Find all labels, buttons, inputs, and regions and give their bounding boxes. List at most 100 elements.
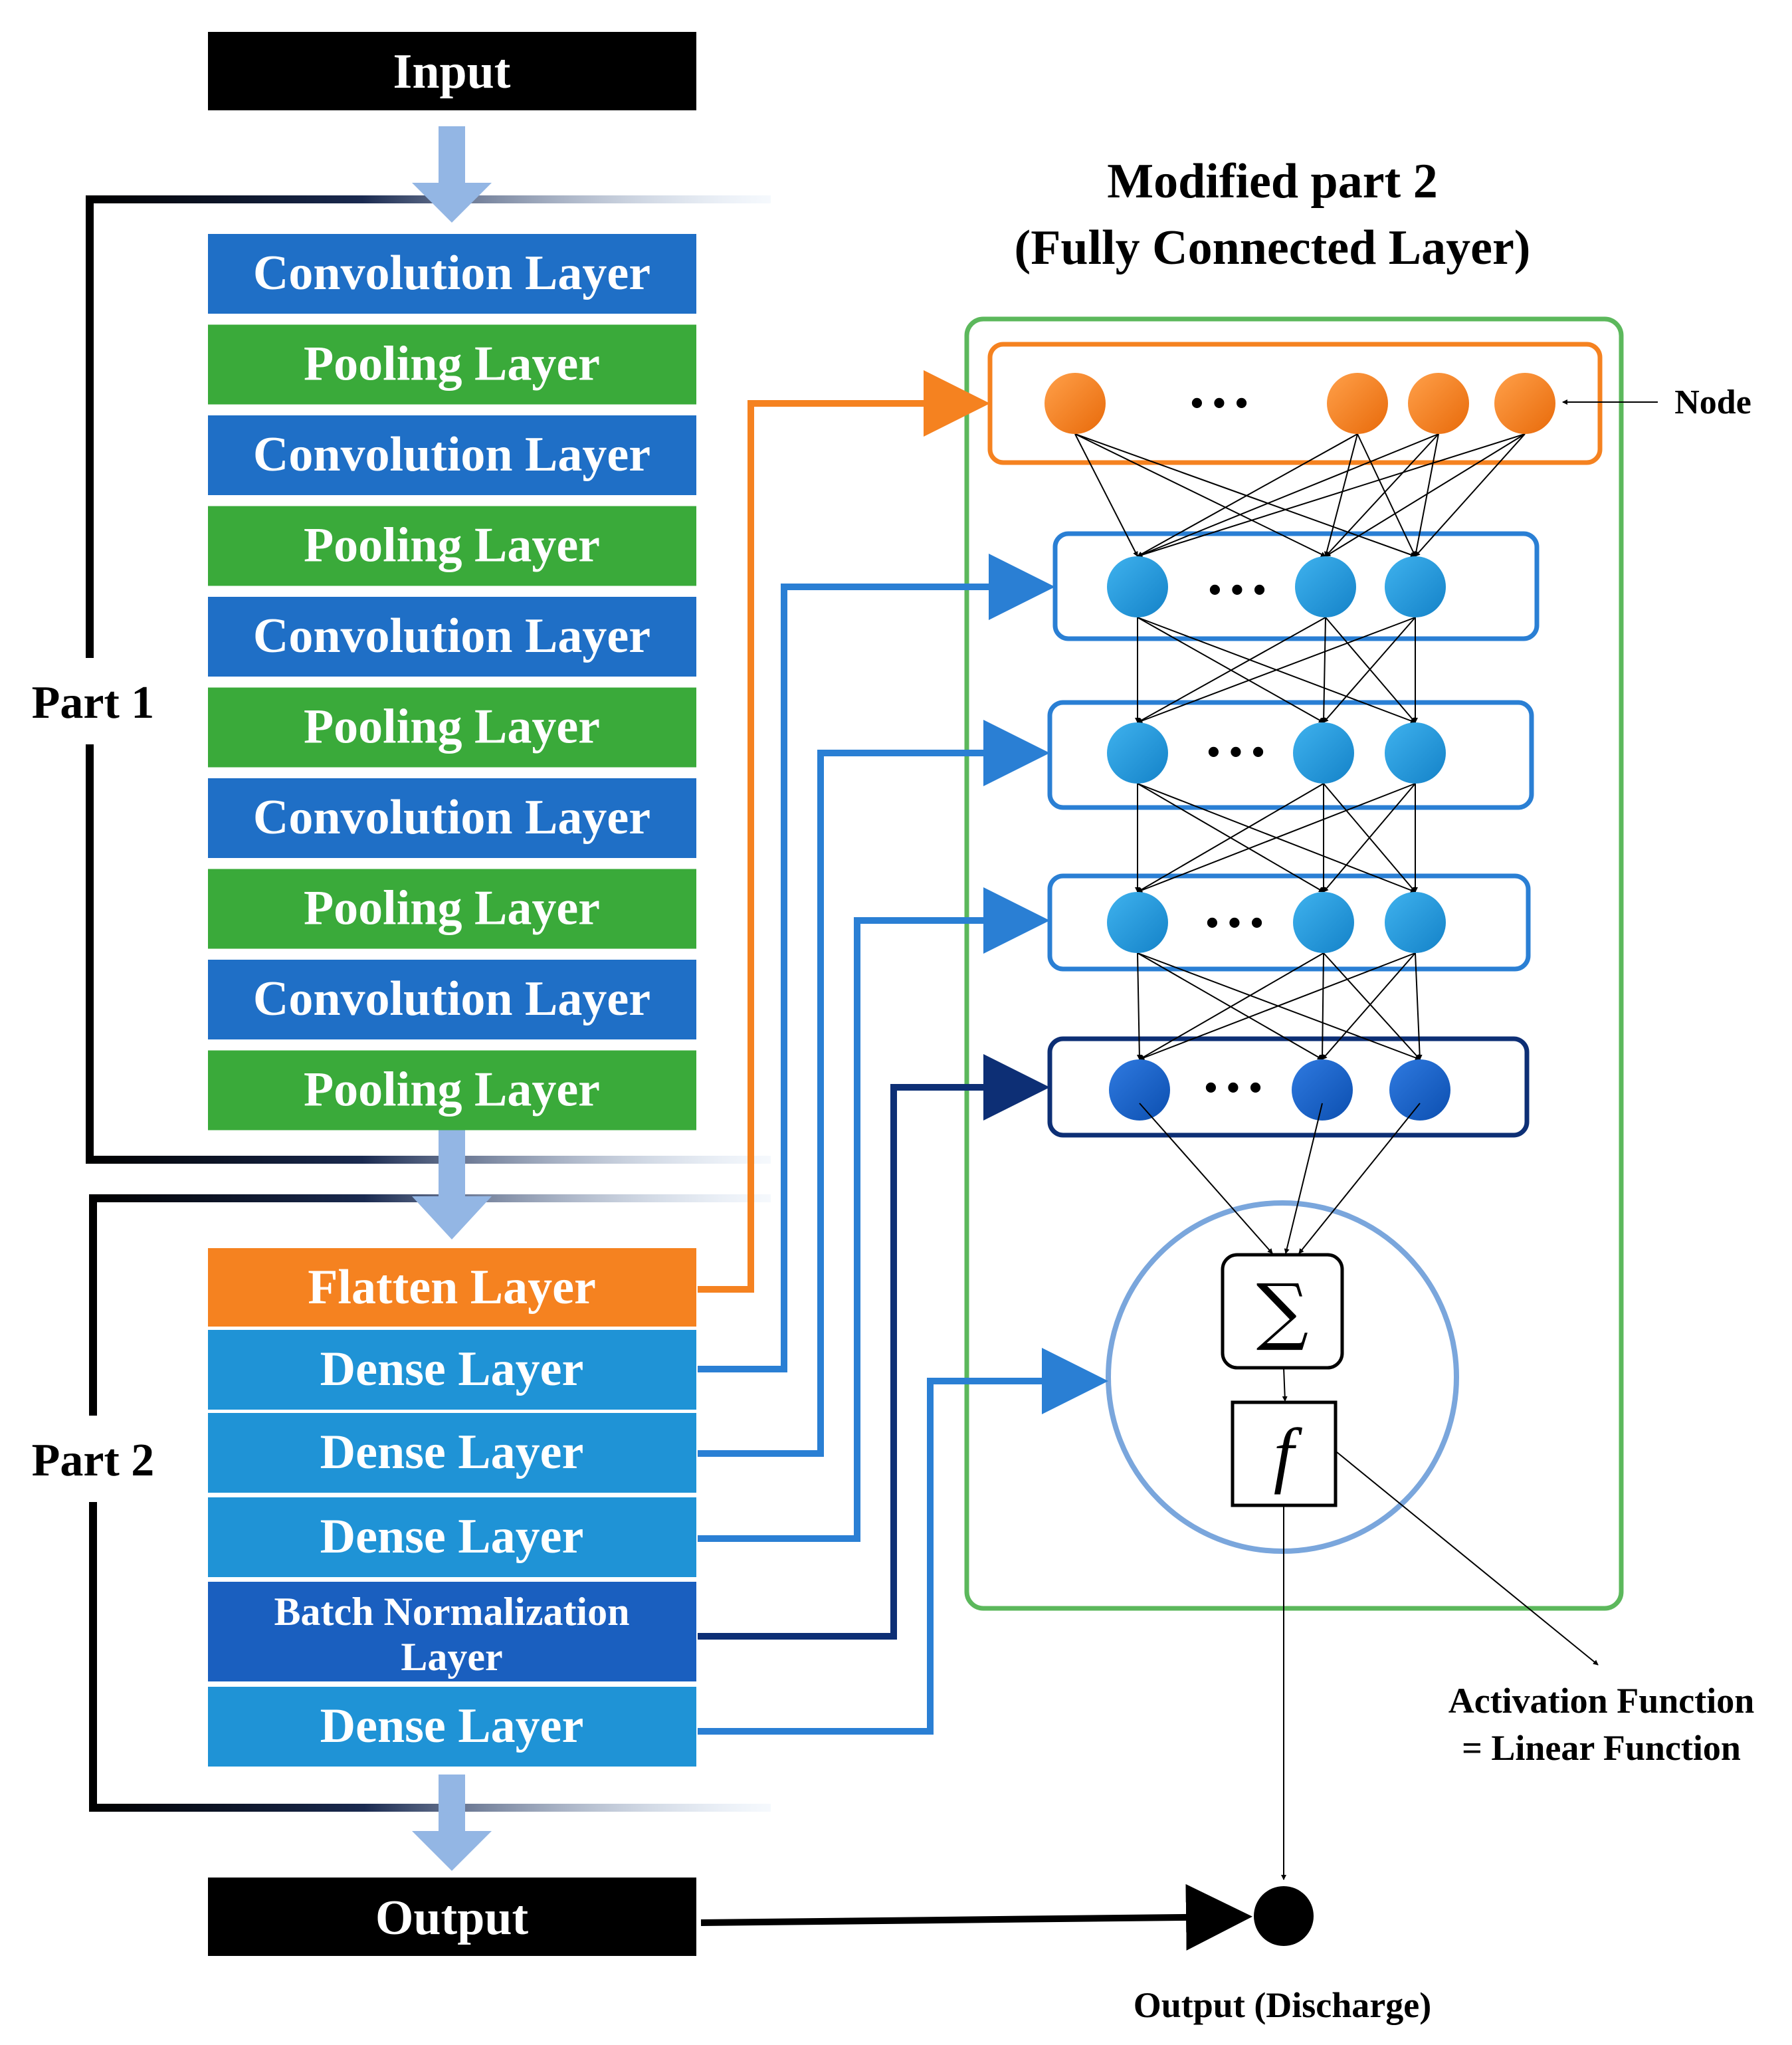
node-connection xyxy=(1139,952,1416,1061)
node-connection xyxy=(1323,617,1416,723)
output-box-to-node-arrow xyxy=(700,1884,1252,1951)
dense3-node xyxy=(1385,892,1446,953)
part1-layer-label: Convolution Layer xyxy=(253,972,650,1026)
dense2-node xyxy=(1107,722,1168,784)
dense-node-row-1 xyxy=(1052,531,1540,641)
node-connection xyxy=(1325,433,1439,557)
part1-layer-label: Pooling Layer xyxy=(304,337,600,391)
node-connection xyxy=(1074,433,1416,558)
node-connection xyxy=(1137,433,1358,557)
node-connection xyxy=(1321,617,1327,723)
part1-layer-label: Convolution Layer xyxy=(253,609,650,663)
batchnorm-to-sum-lines xyxy=(1139,1103,1421,1254)
node-connection xyxy=(1139,952,1324,1060)
ellipsis-row-2: • • • xyxy=(1209,570,1266,611)
flow-arrow-input xyxy=(412,126,492,223)
part1-layer-label: Convolution Layer xyxy=(253,790,650,845)
node-rows xyxy=(1045,373,1555,1121)
node-connection xyxy=(1324,433,1358,557)
part2-layer-4-dense: Dense Layer xyxy=(208,1497,696,1577)
part2-layer-label: Dense Layer xyxy=(320,1425,584,1479)
part2-layer-label: Dense Layer xyxy=(320,1509,584,1564)
dense2-node xyxy=(1385,722,1446,784)
flatten-node xyxy=(1045,373,1106,434)
part1-layer-2-pool: Pooling Layer xyxy=(208,324,696,405)
node-connection xyxy=(1413,433,1439,557)
part1-layer-1-conv: Convolution Layer xyxy=(208,234,696,314)
part2-layer-label: Dense Layer xyxy=(320,1342,584,1396)
node-connection xyxy=(1136,952,1142,1060)
output-box: Output xyxy=(208,1878,696,1956)
part1-label: Part 1 xyxy=(32,677,155,728)
connector-batchnorm xyxy=(698,1054,1050,1640)
part1-layer-8-pool: Pooling Layer xyxy=(208,869,696,949)
node-connections xyxy=(1074,433,1526,1061)
part1-layer-label: Convolution Layer xyxy=(253,246,650,300)
part1-layer-label: Pooling Layer xyxy=(304,518,600,573)
part1-layer-7-conv: Convolution Layer xyxy=(208,778,696,858)
flow-arrow-part2-to-output xyxy=(412,1775,492,1871)
node-connection xyxy=(1137,783,1324,893)
node-connection xyxy=(1137,433,1439,558)
node-connection xyxy=(1320,952,1326,1060)
dense1-node xyxy=(1107,556,1168,617)
output-discharge-label: Output (Discharge) xyxy=(1134,1985,1431,2025)
node-connection xyxy=(1323,783,1416,893)
node-label: Node xyxy=(1674,383,1751,421)
connector-dense-1 xyxy=(698,554,1055,1372)
part1-layer-label: Pooling Layer xyxy=(304,881,600,936)
part2-label: Part 2 xyxy=(32,1435,155,1486)
input-label: Input xyxy=(393,45,511,99)
input-box: Input xyxy=(208,32,696,110)
part1-layer-label: Pooling Layer xyxy=(304,700,600,754)
sum-symbol: ∑ xyxy=(1256,1268,1309,1353)
output-node xyxy=(1254,1886,1314,1946)
activation-box xyxy=(1231,1400,1338,1507)
part2-layer-label: Batch Normalization xyxy=(274,1590,630,1634)
part2-layer-6-dense: Dense Layer xyxy=(208,1687,696,1767)
part1-layer-9-conv: Convolution Layer xyxy=(208,960,696,1039)
ellipsis-row-3: • • • xyxy=(1207,732,1265,773)
batchnorm-node xyxy=(1292,1059,1353,1121)
part1-layer-3-conv: Convolution Layer xyxy=(208,415,696,495)
batchnorm-node xyxy=(1109,1059,1170,1121)
fully-connected-panel xyxy=(964,316,1624,1611)
connector-dense-3 xyxy=(698,887,1050,1542)
node-connection xyxy=(1415,433,1526,557)
node-connection xyxy=(1325,433,1526,557)
panel-title-line1: Modified part 2 xyxy=(1107,154,1437,209)
part2-layer-3-dense: Dense Layer xyxy=(208,1413,696,1493)
flatten-node xyxy=(1494,373,1555,434)
sum-box xyxy=(1221,1253,1344,1370)
node-connection xyxy=(1415,952,1423,1060)
node-connection xyxy=(1137,783,1416,893)
connector-flatten xyxy=(698,370,990,1293)
part2-layer-label: Flatten Layer xyxy=(308,1260,596,1315)
dense3-node xyxy=(1107,892,1168,953)
dense-node-row-2 xyxy=(1047,700,1534,810)
node-connection xyxy=(1137,617,1326,723)
neuron-circle xyxy=(1106,1200,1459,1554)
part1-layer-label: Pooling Layer xyxy=(304,1063,600,1117)
flatten-node-row xyxy=(987,342,1603,465)
node-connection xyxy=(1325,617,1416,723)
part2-layer-label: Dense Layer xyxy=(320,1699,584,1753)
node-connection xyxy=(1137,433,1526,558)
connector-dense-final xyxy=(698,1348,1108,1735)
node-connection xyxy=(1323,952,1421,1060)
part2-layer-1-flatten: Flatten Layer xyxy=(208,1248,696,1327)
part2-layer-2-dense: Dense Layer xyxy=(208,1330,696,1410)
part1-layer-5-conv: Convolution Layer xyxy=(208,597,696,677)
batchnorm-node-row xyxy=(1047,1036,1530,1138)
part2-layer-label-line2: Layer xyxy=(401,1635,502,1679)
dense1-node xyxy=(1385,556,1446,617)
activation-label-line1: Activation Function xyxy=(1448,1681,1755,1721)
dense3-node xyxy=(1293,892,1354,953)
output-label: Output xyxy=(375,1891,529,1945)
ellipsis-row-1: • • • xyxy=(1191,383,1248,424)
ellipsis-row-5: • • • xyxy=(1205,1067,1262,1109)
node-connection xyxy=(1137,952,1323,1060)
